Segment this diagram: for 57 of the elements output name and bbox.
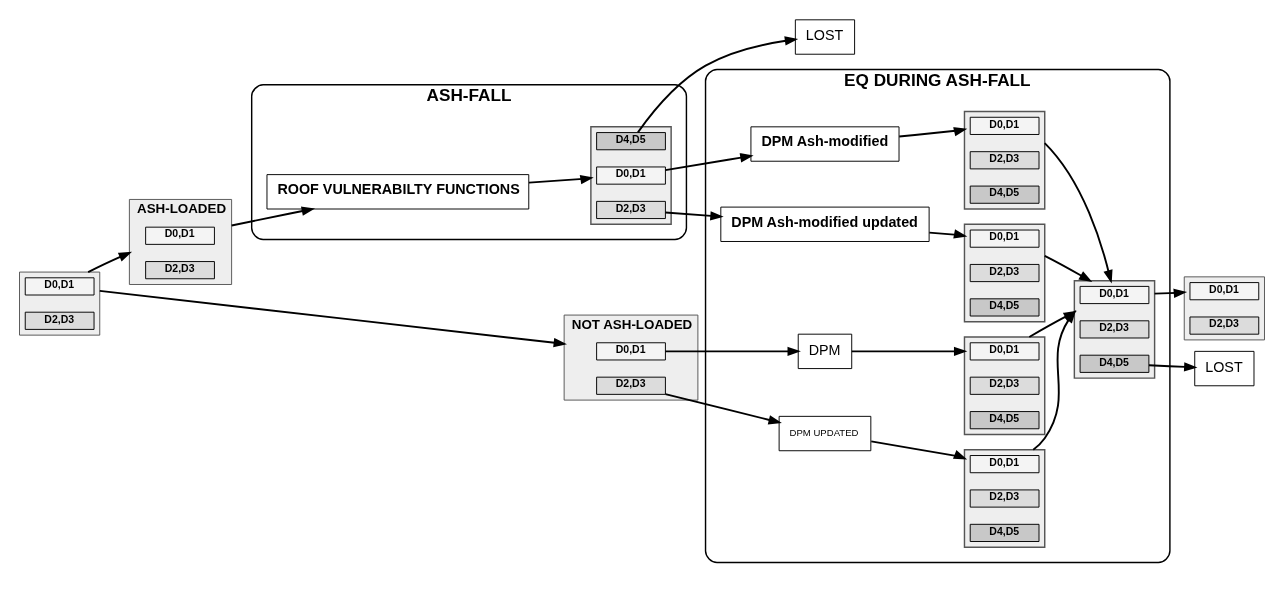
node-box: D2,D3 (1189, 316, 1260, 335)
node-box: ROOF VULNERABILTY FUNCTIONS (266, 174, 530, 210)
node-box: D0,D1 (596, 342, 666, 361)
arrow (870, 440, 968, 460)
arrow (1043, 142, 1113, 284)
cluster (590, 126, 672, 225)
node-box: D4,D5 (969, 298, 1040, 317)
arrow (636, 36, 799, 134)
arrow (1148, 362, 1198, 372)
node-box: D4,D5 (969, 411, 1040, 430)
node-box: D2,D3 (969, 376, 1040, 395)
node-box: D2,D3 (596, 200, 666, 220)
arrow (850, 346, 968, 357)
node-box: D0,D1 (969, 116, 1040, 135)
node-box: D0,D1 (1079, 285, 1150, 305)
cluster (1073, 279, 1156, 379)
node-box: DPM (797, 333, 853, 370)
cluster (963, 449, 1046, 548)
node-box: D2,D3 (145, 261, 215, 280)
node-box: D0,D1 (24, 277, 95, 296)
node-box: D2,D3 (1079, 320, 1150, 339)
arrow (528, 175, 594, 185)
node-box: D2,D3 (969, 151, 1040, 170)
node-box: D0,D1 (145, 226, 215, 245)
node-box: DPM Ash-modified updated (720, 206, 930, 242)
node-box: D4,D5 (969, 185, 1040, 204)
node-box: D4,D5 (1079, 354, 1150, 373)
arrow (87, 251, 133, 274)
node-box: D2,D3 (24, 311, 95, 330)
arrow (1043, 254, 1093, 283)
cluster (963, 336, 1046, 436)
node-box: D0,D1 (969, 342, 1040, 361)
node-box: D0,D1 (596, 166, 666, 185)
arrow (1153, 288, 1188, 298)
node-box: DPM UPDATED (778, 415, 872, 452)
arrow (664, 211, 724, 221)
arrow (898, 127, 968, 138)
node-box: D2,D3 (969, 489, 1040, 508)
cluster (1183, 276, 1265, 341)
arrow (664, 346, 801, 357)
node-box: D4,D5 (596, 132, 666, 151)
node-box: DPM Ash-modified (750, 126, 900, 162)
node-box: D0,D1 (969, 455, 1040, 474)
arrow (98, 289, 567, 348)
cluster (963, 110, 1046, 210)
node-box: LOST (1194, 350, 1255, 387)
node-box: D0,D1 (1189, 282, 1260, 301)
arrow (928, 229, 968, 239)
cluster (963, 223, 1046, 323)
node-box: D0,D1 (969, 229, 1040, 248)
node-box: D2,D3 (596, 376, 666, 395)
node-box: D4,D5 (969, 523, 1040, 542)
arrow (664, 153, 754, 172)
cluster (19, 271, 101, 336)
arrow (664, 393, 782, 425)
node-box: D2,D3 (969, 263, 1040, 283)
node-box: LOST (794, 19, 856, 55)
